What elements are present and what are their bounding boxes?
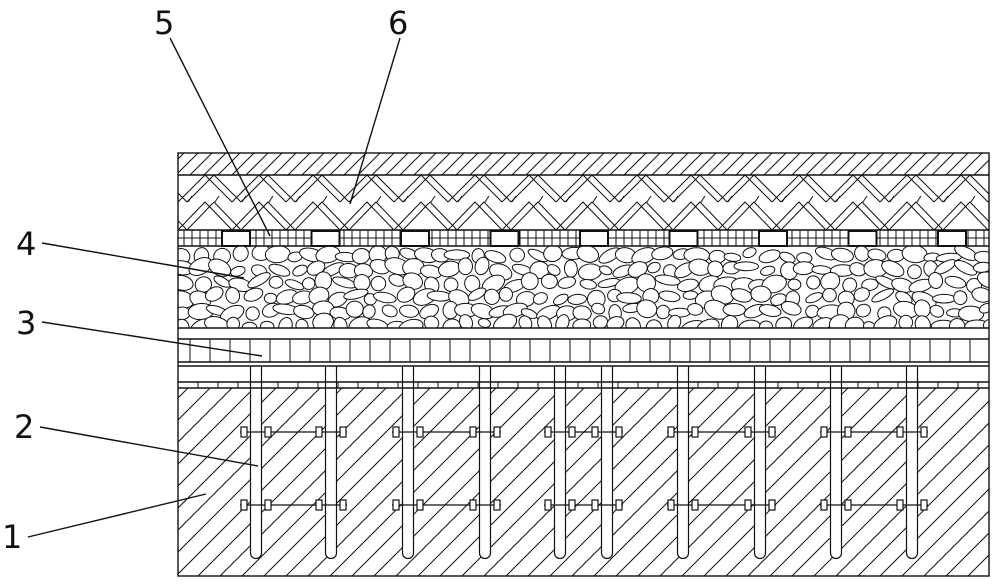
drain-strip-layer [178,230,989,247]
base-soil-layer [178,388,989,576]
drain-block [579,230,609,247]
leader-1 [27,493,207,538]
pile [401,366,415,560]
callout-label-4: 4 [16,225,36,263]
layer-outlines [177,152,990,577]
pile-group [240,366,928,560]
drain-block [847,230,878,247]
pile [676,366,690,560]
leader-3 [41,321,263,357]
callout-label-3: 3 [16,304,36,342]
leader-2 [39,426,259,467]
pile [324,366,338,560]
drain-block [489,230,520,247]
callout-leaders [27,37,401,538]
callout-label-5: 5 [154,4,174,42]
leader-6 [349,37,401,205]
pile [829,366,843,560]
top-hatch-layer [178,153,989,175]
drain-block [937,230,967,247]
herringbone-layer [178,175,989,230]
callout-label-1: 1 [2,518,22,556]
pile [600,366,614,560]
drain-block [221,230,251,247]
leader-4 [41,242,245,279]
drain-block [310,230,341,247]
drain-block [400,230,430,247]
leader-5 [169,37,271,237]
brick-course-layer [189,339,979,388]
callout-labels: 1 2 3 4 5 6 [2,4,408,556]
pile [905,366,919,560]
pile [478,366,492,560]
pile [553,366,567,560]
callout-label-6: 6 [388,4,408,42]
pile [249,366,263,560]
pile [753,366,767,560]
callout-label-2: 2 [14,408,34,446]
gravel-layer [178,246,989,328]
drain-block [668,230,699,247]
drain-block [758,230,788,247]
